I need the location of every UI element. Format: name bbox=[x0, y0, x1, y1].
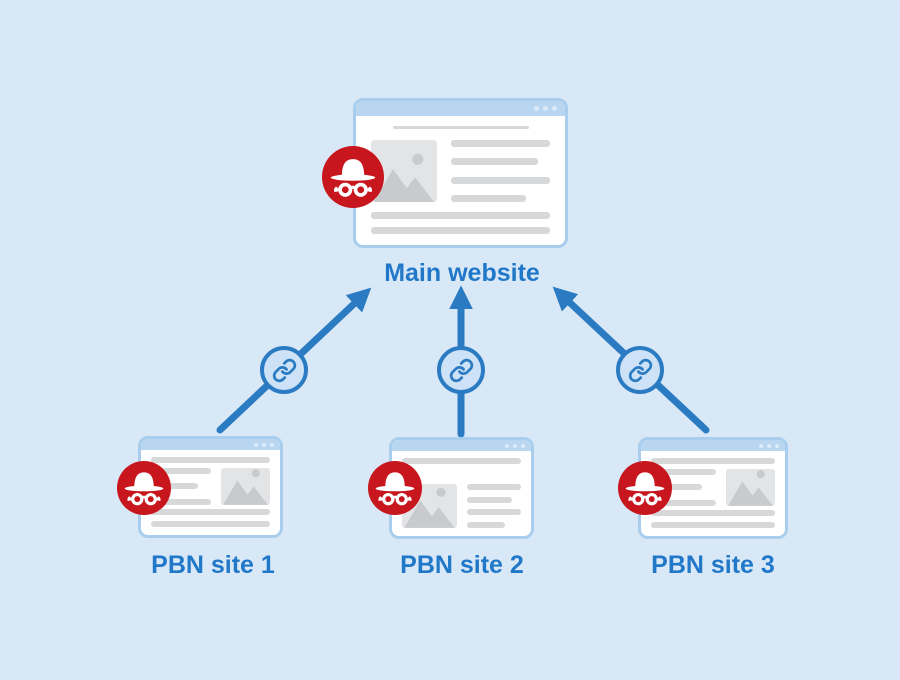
text-placeholder bbox=[651, 468, 716, 475]
browser-content bbox=[356, 116, 565, 245]
pbn-site-2-label: PBN site 2 bbox=[400, 551, 524, 579]
chain-link-icon bbox=[437, 346, 485, 394]
text-placeholder bbox=[392, 126, 529, 129]
text-placeholder bbox=[371, 227, 550, 234]
text-placeholder bbox=[451, 140, 550, 147]
image-placeholder-icon bbox=[726, 468, 775, 506]
text-placeholder bbox=[467, 484, 521, 490]
text-placeholder bbox=[651, 458, 775, 464]
text-placeholder bbox=[151, 483, 198, 489]
browser-titlebar bbox=[356, 101, 565, 116]
incognito-spy-icon bbox=[322, 146, 384, 208]
text-placeholder bbox=[651, 484, 702, 490]
incognito-spy-icon bbox=[117, 461, 171, 515]
incognito-spy-icon bbox=[368, 461, 422, 515]
window-dots-icon bbox=[759, 443, 779, 448]
browser-titlebar bbox=[641, 440, 785, 451]
browser-titlebar bbox=[392, 440, 531, 451]
browser-content bbox=[141, 450, 280, 535]
pbn-site-1-label: PBN site 1 bbox=[151, 551, 275, 579]
text-placeholder bbox=[651, 522, 775, 528]
text-placeholder bbox=[151, 521, 270, 527]
text-placeholder bbox=[467, 496, 513, 503]
text-placeholder bbox=[371, 212, 550, 219]
incognito-spy-icon bbox=[618, 461, 672, 515]
window-dots-icon bbox=[534, 106, 557, 111]
pbn-site-3-label: PBN site 3 bbox=[651, 551, 775, 579]
window-dots-icon bbox=[505, 443, 525, 448]
text-placeholder bbox=[467, 509, 521, 516]
text-placeholder bbox=[151, 509, 270, 515]
browser-content bbox=[641, 451, 785, 536]
main-website-label: Main website bbox=[384, 259, 540, 287]
main-website-node bbox=[353, 98, 568, 248]
chain-link-icon bbox=[616, 346, 664, 394]
text-placeholder bbox=[151, 498, 211, 505]
window-dots-icon bbox=[254, 442, 274, 447]
browser-titlebar bbox=[141, 439, 280, 450]
text-placeholder bbox=[651, 510, 775, 516]
text-placeholder bbox=[451, 194, 527, 202]
text-placeholder bbox=[651, 499, 716, 506]
text-placeholder bbox=[151, 457, 270, 463]
text-placeholder bbox=[151, 467, 211, 474]
chain-link-icon bbox=[260, 346, 308, 394]
image-placeholder-icon bbox=[371, 140, 437, 202]
text-placeholder bbox=[451, 158, 539, 166]
text-placeholder bbox=[451, 176, 550, 184]
image-placeholder-icon bbox=[221, 467, 270, 505]
text-placeholder bbox=[467, 521, 505, 528]
text-placeholder bbox=[402, 458, 521, 464]
